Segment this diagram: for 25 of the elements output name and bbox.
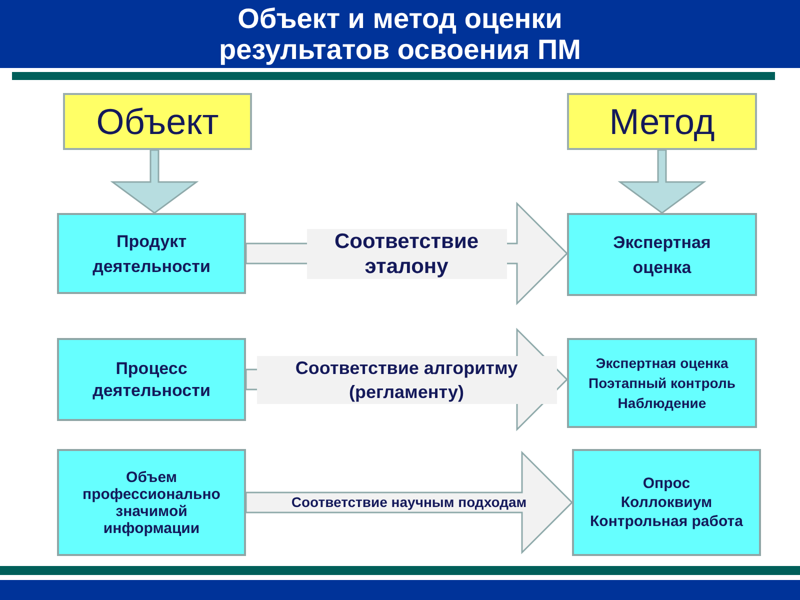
content-box bbox=[572, 449, 761, 556]
box-text: Объект bbox=[96, 102, 219, 142]
content-box bbox=[567, 338, 757, 428]
box-text: Экспертная оценка bbox=[596, 354, 728, 373]
box-text: Поэтапный контроль bbox=[588, 374, 736, 393]
content-box bbox=[57, 338, 246, 421]
box-text: Метод bbox=[609, 102, 715, 142]
box-text: Наблюдение bbox=[618, 394, 706, 413]
category-box bbox=[63, 93, 252, 150]
block-arrow bbox=[618, 149, 706, 214]
edge-label: Соответствие алгоритму (регламенту) bbox=[256, 356, 556, 404]
content-box bbox=[567, 213, 757, 296]
box-text: Объем профессионально значимой информации bbox=[82, 468, 222, 536]
slide-title: Объект и метод оценки результатов освоения ПМ bbox=[218, 3, 582, 65]
box-text: Процесс деятельности bbox=[92, 358, 212, 402]
content-box bbox=[57, 213, 246, 294]
content-box bbox=[57, 449, 246, 556]
block-arrow bbox=[110, 149, 199, 214]
category-box bbox=[567, 93, 757, 150]
edge-label: Соответствие эталону bbox=[306, 228, 506, 278]
box-text: Опрос bbox=[642, 474, 690, 493]
box-text: Контрольная работа bbox=[590, 512, 743, 531]
box-text: Продукт деятельности bbox=[92, 230, 212, 278]
box-text: Экспертная оценка bbox=[612, 232, 712, 278]
box-text: Коллоквиум bbox=[620, 493, 712, 512]
